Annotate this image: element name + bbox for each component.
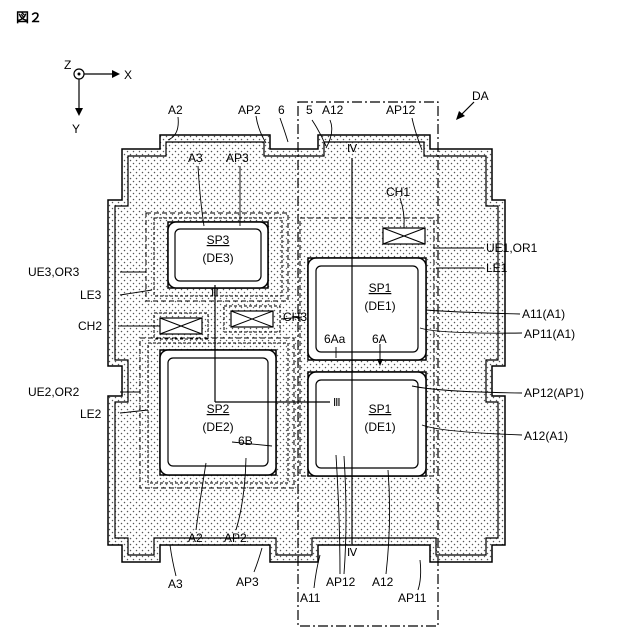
sp1-top-name: SP1 [369, 281, 392, 295]
svg-text:Ⅳ: Ⅳ [347, 143, 358, 155]
label-top-ap2: AP2 [238, 103, 261, 117]
label-ue1-or1: UE1,OR1 [486, 241, 538, 255]
label-ap11-a1: AP11(A1) [524, 327, 575, 341]
label-top-a2: A2 [168, 103, 183, 117]
label-inner-ap3: AP3 [226, 151, 249, 165]
label-6b: 6B [238, 434, 253, 448]
label-bottom-inner-ap2: AP2 [224, 531, 247, 545]
label-top-6: 6 [278, 103, 285, 117]
label-bottom-ap11: AP11 [398, 591, 427, 605]
label-top-5: 5 [306, 103, 313, 117]
label-top-a12: A12 [322, 103, 344, 117]
sp2-electrode: (DE2) [202, 420, 233, 434]
label-6aa: 6Aa [324, 332, 346, 346]
label-bottom-a3: A3 [168, 577, 183, 591]
label-a12-a1: A12(A1) [524, 429, 568, 443]
label-ch1: CH1 [386, 185, 410, 199]
bank-region [108, 135, 505, 562]
label-ap12-ap1: AP12(AP1) [524, 386, 584, 400]
label-bottom-a11: A11 [300, 591, 321, 605]
label-bottom-ap12: AP12 [326, 575, 356, 589]
sp2-name: SP2 [207, 402, 230, 416]
label-ch2: CH2 [78, 319, 102, 333]
axis-y-label: Y [72, 122, 80, 136]
label-le2: LE2 [80, 407, 102, 421]
label-le3: LE3 [80, 288, 102, 302]
axis-indicator: Z X Y [64, 58, 132, 136]
label-ue3-or3: UE3,OR3 [28, 265, 80, 279]
sp1-top-electrode: (DE1) [364, 299, 395, 313]
figure-label: 図２ [16, 10, 42, 25]
svg-text:Ⅲ: Ⅲ [333, 397, 341, 409]
region-label-da: DA [472, 89, 489, 103]
label-bottom-inner-a2: A2 [188, 531, 203, 545]
label-inner-a3: A3 [188, 151, 203, 165]
sp1-bottom-electrode: (DE1) [364, 420, 395, 434]
label-top-ap12: AP12 [386, 103, 416, 117]
axis-x-label: X [124, 68, 132, 82]
label-6a: 6A [372, 332, 387, 346]
label-ch3: CH3 [283, 310, 307, 324]
sp1-bottom-name: SP1 [369, 402, 392, 416]
svg-text:Ⅲ: Ⅲ [211, 287, 219, 299]
label-a11-a1: A11(A1) [522, 307, 565, 321]
sp3-electrode: (DE3) [202, 251, 233, 265]
contact-hole-ch1 [383, 228, 425, 244]
label-bottom-ap3: AP3 [236, 575, 259, 589]
label-le1: LE1 [486, 261, 508, 275]
label-bottom-a12: A12 [372, 575, 394, 589]
label-ue2-or2: UE2,OR2 [28, 385, 80, 399]
axis-z-label: Z [64, 58, 71, 72]
contact-hole-ch2 [160, 318, 202, 334]
contact-hole-ch3 [231, 311, 273, 327]
svg-text:Ⅳ: Ⅳ [347, 547, 358, 559]
sp3-name: SP3 [207, 233, 230, 247]
